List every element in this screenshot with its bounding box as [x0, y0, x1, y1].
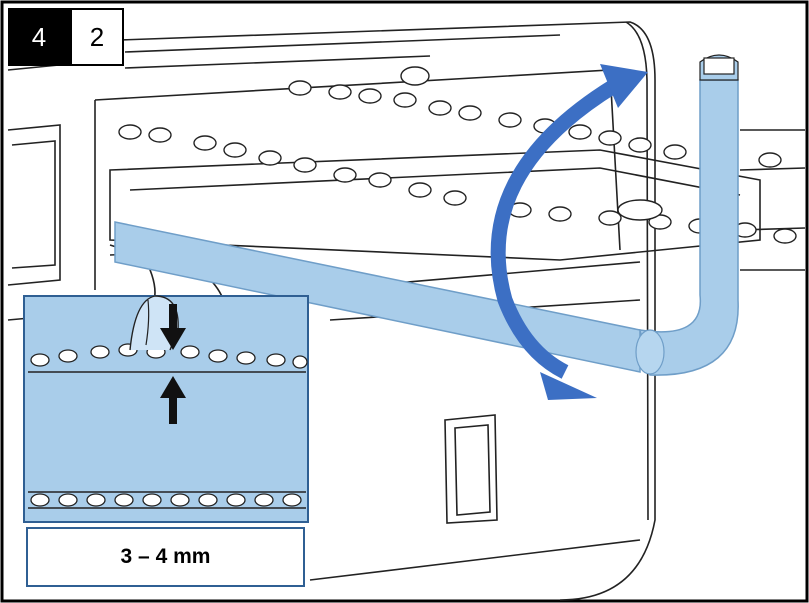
chain-slack-measurement-label: 3 – 4 mm: [26, 527, 305, 587]
rotation-arrow-icon: [490, 64, 648, 400]
saw-chain: [118, 66, 797, 244]
up-arrow-icon: [160, 376, 186, 424]
step-number-minor: 2: [70, 8, 124, 66]
chain-tension-inset: [23, 295, 309, 523]
wrench-tool: [114, 54, 739, 376]
down-arrow-icon: [160, 304, 186, 350]
step-number-major: 4: [8, 8, 70, 66]
